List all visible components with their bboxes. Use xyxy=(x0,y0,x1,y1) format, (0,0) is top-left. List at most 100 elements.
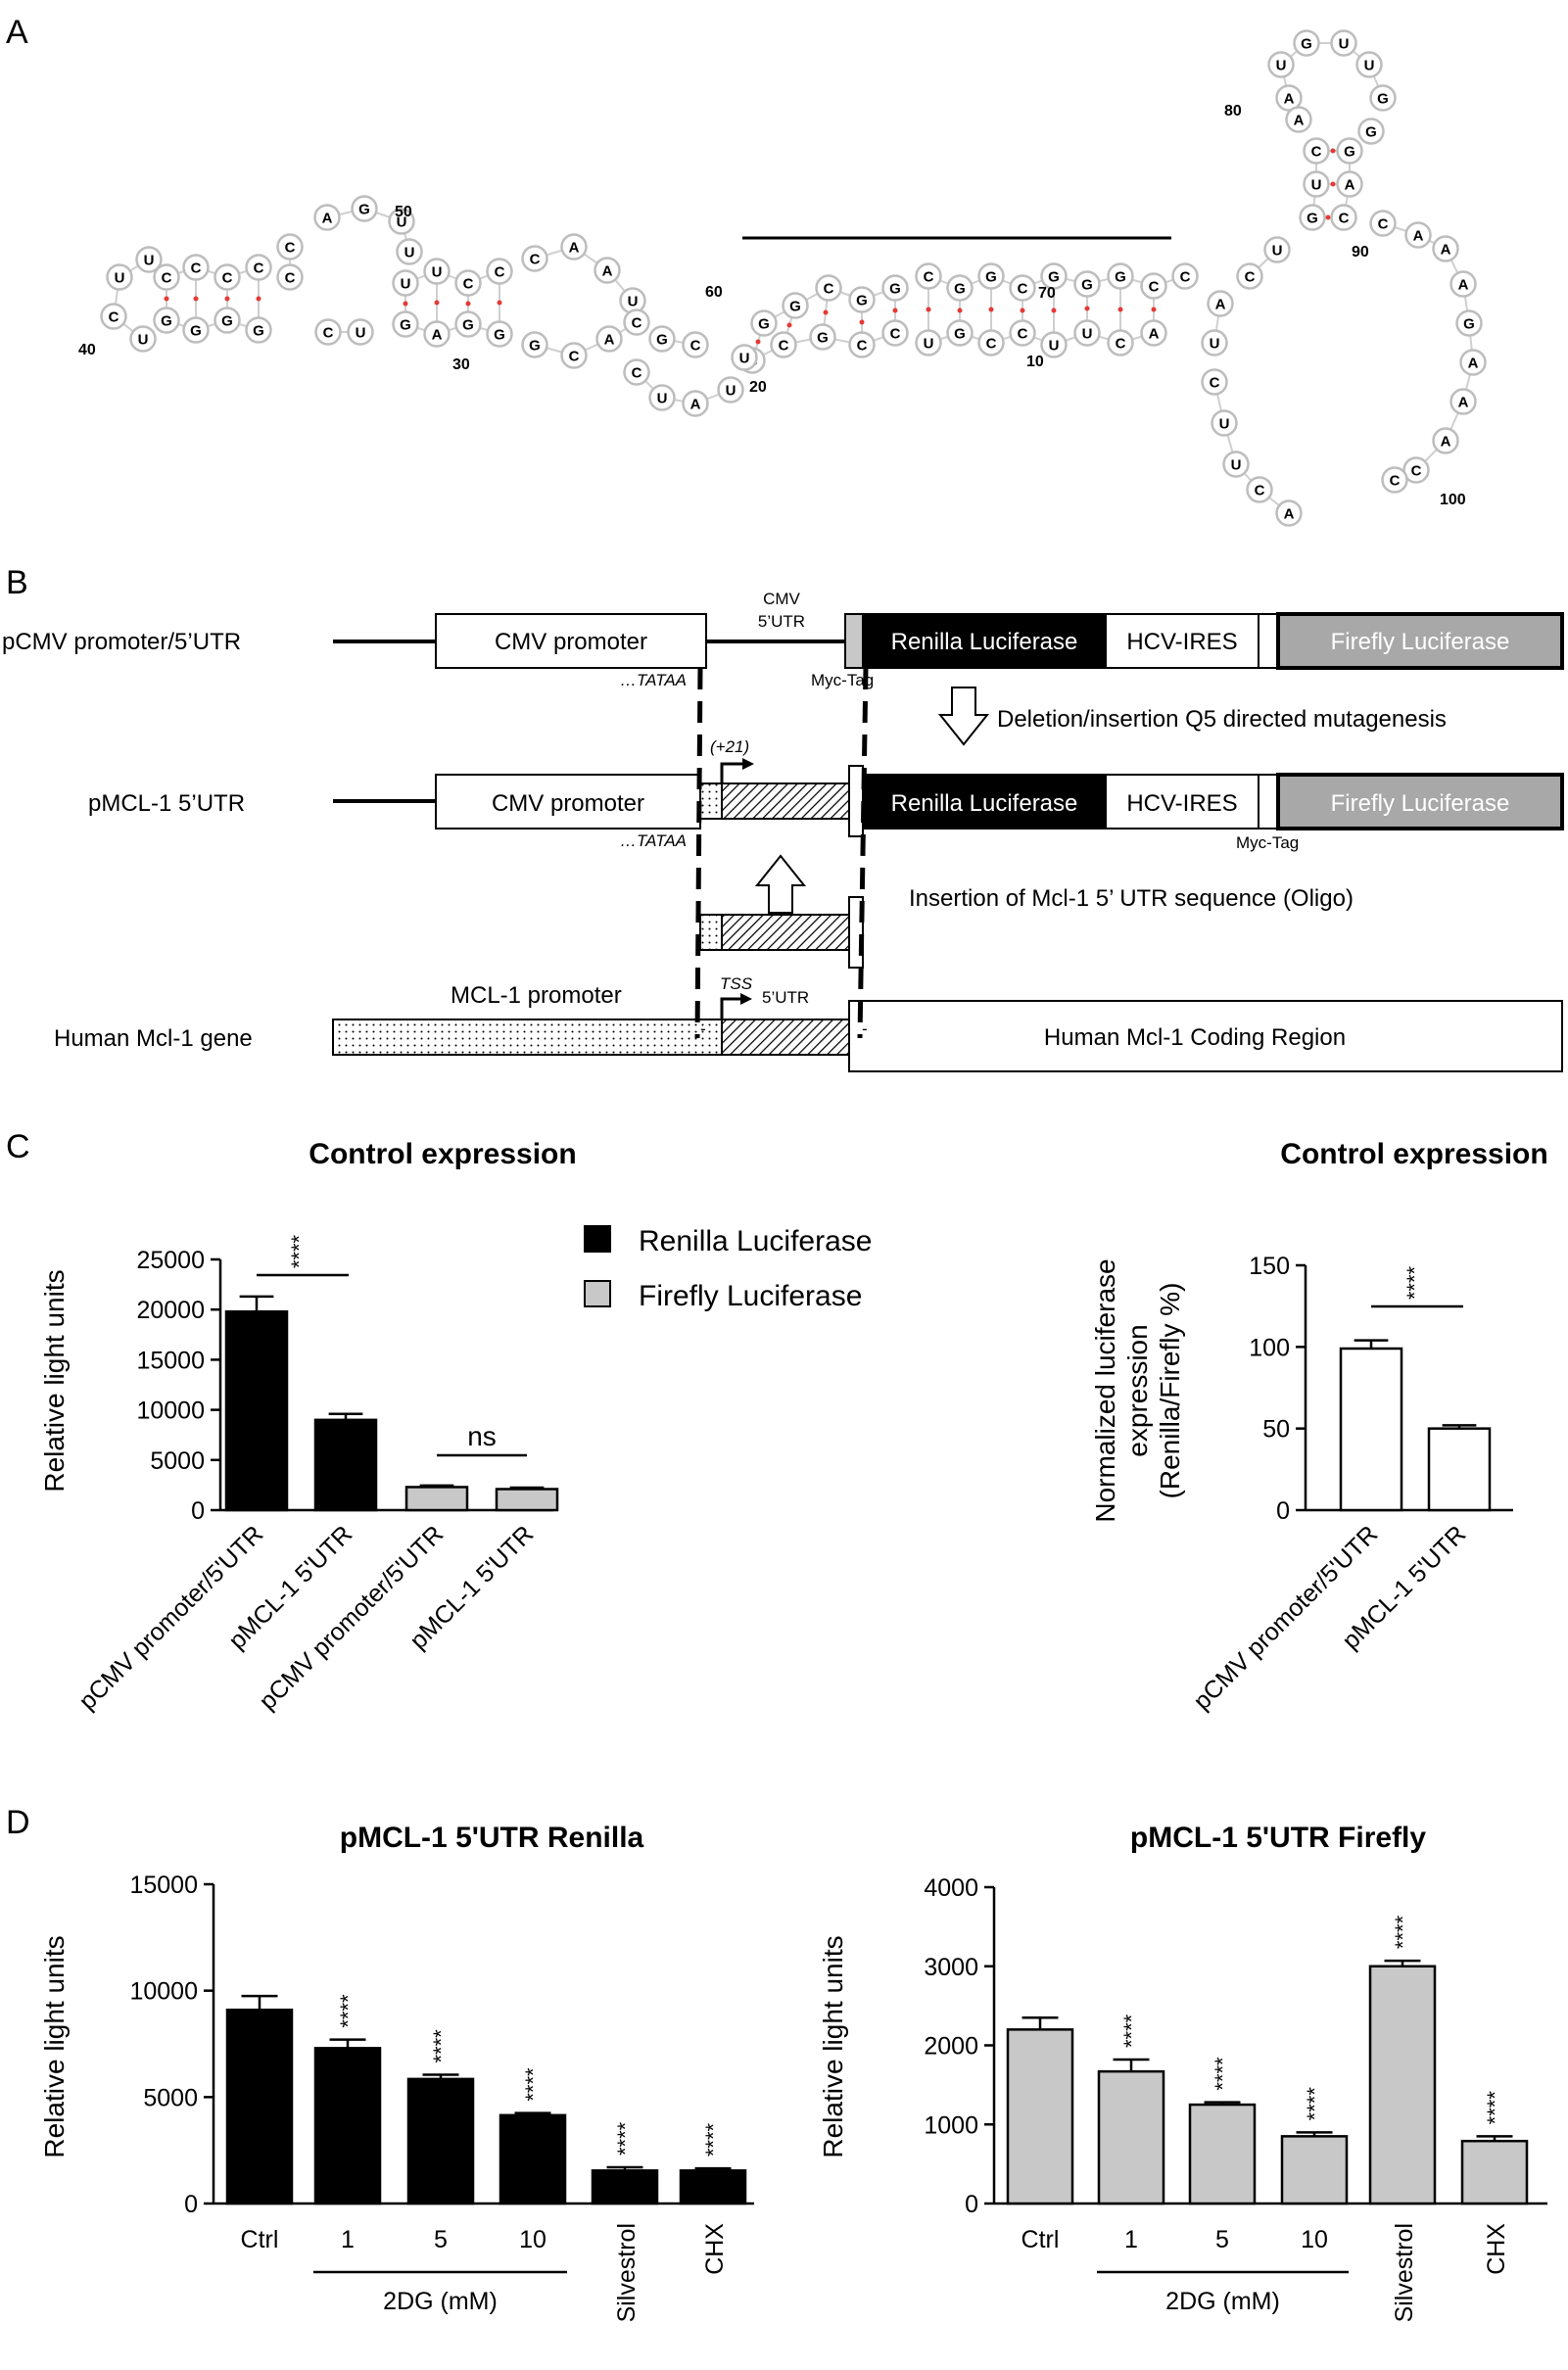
base-pair-dot xyxy=(823,309,829,315)
row2-myc-tag2-label: Myc-Tag xyxy=(1236,833,1299,852)
deletion-note: Deletion/insertion Q5 directed mutagenes… xyxy=(997,706,1447,733)
base-pair-dot xyxy=(859,319,865,325)
nucleotide-letter-87: A xyxy=(1294,113,1305,129)
nucleotide-letter-40: U xyxy=(726,383,736,400)
row2-renilla-box xyxy=(862,774,1107,830)
x-tick-label: Silvestrol xyxy=(1391,2223,1418,2322)
chart-control-rlu: Control expression0500010000150002000025… xyxy=(39,1138,577,1715)
nucleotide-letter-12: U xyxy=(138,332,149,349)
y-tick-label: 2000 xyxy=(924,2033,978,2061)
row4-tss-arrowhead xyxy=(740,993,752,1005)
nucleotide-letter-91: U xyxy=(1231,457,1242,474)
mcl1-promoter-label: MCL-1 promoter xyxy=(451,982,622,1009)
nucleotide-86 xyxy=(1369,84,1397,112)
row2-tataa: …TATAA xyxy=(620,831,687,850)
nucleotide-59 xyxy=(1073,270,1101,298)
nucleotide-letter-77: C xyxy=(1311,144,1322,161)
nucleotide-18 xyxy=(396,238,423,265)
nucleotide-letter-73: C xyxy=(1245,269,1256,286)
nucleotide-letter-13: C xyxy=(285,270,296,287)
row1-cmv-utr-line2: 5’UTR xyxy=(758,612,805,631)
nucleotide-letter-90: U xyxy=(1219,416,1230,433)
nucleotide-letter-8: G xyxy=(253,323,264,340)
nucleotide-letter-60: G xyxy=(1115,269,1126,286)
base-pair-dot xyxy=(164,296,169,302)
nucleotide-letter-88: G xyxy=(1365,124,1377,141)
nucleotide-73 xyxy=(1236,262,1263,290)
nucleotide-letter-42: C xyxy=(690,338,701,355)
row4-dash-right: - xyxy=(862,1019,868,1038)
nucleotide-letter-103: C xyxy=(1390,473,1401,490)
group-label: 2DG (mM) xyxy=(1165,2288,1280,2315)
nucleotide-letter-82: U xyxy=(1276,58,1287,74)
nucleotide-letter-41: G xyxy=(656,332,668,349)
y-tick-label: 10000 xyxy=(129,1978,198,2006)
base-pair-dot xyxy=(224,296,230,302)
nucleotide-61 xyxy=(1140,272,1167,300)
nucleotide-letter-22: C xyxy=(495,264,505,281)
bar-1 xyxy=(225,2008,294,2205)
nucleotide-78 xyxy=(1330,204,1357,231)
nucleotide-letter-17: U xyxy=(397,214,407,231)
y-tick-label: 5000 xyxy=(143,2084,198,2111)
x-tick-label: 10 xyxy=(1301,2226,1328,2253)
row1-firefly-label: Firefly Luciferase xyxy=(1331,629,1510,655)
nucleotide-letter-76: U xyxy=(1311,177,1322,194)
bar-4 xyxy=(495,1488,559,1512)
base-pair-dot xyxy=(755,339,761,345)
nucleotide-letter-36: C xyxy=(632,315,642,332)
base-pair-dot xyxy=(465,301,471,307)
nucleotide-28 xyxy=(347,318,374,346)
nucleotide-34 xyxy=(560,342,588,369)
y-axis-label: Relative light units xyxy=(818,1935,848,2157)
nucleotide-75 xyxy=(1299,204,1326,231)
nucleotide-69 xyxy=(1107,329,1134,356)
row1-myc-tag2-box xyxy=(1258,613,1279,669)
bar-2 xyxy=(313,2047,382,2205)
nucleotide-letter-1: C xyxy=(162,270,172,287)
nucleotide-letter-44: G xyxy=(789,299,801,315)
bar-2 xyxy=(1097,2069,1165,2205)
y-tick-label: 0 xyxy=(965,2191,978,2218)
x-tick-label: CHX xyxy=(1483,2223,1510,2275)
nucleotide-letter-9: U xyxy=(144,253,155,269)
nucleotide-letter-54: C xyxy=(924,269,934,286)
nucleotide-49 xyxy=(770,331,797,358)
nucleotide-letter-45: C xyxy=(824,281,834,298)
row2-firefly-label: Firefly Luciferase xyxy=(1331,790,1510,817)
row1-cmv-utr-line1: CMV xyxy=(763,590,800,608)
nucleotide-57 xyxy=(1009,274,1036,302)
row2-cmv-promoter-box xyxy=(435,774,701,830)
nucleotide-letter-24: A xyxy=(432,327,443,344)
row4-tss: TSS xyxy=(720,974,753,993)
nucleotide-6 xyxy=(182,316,210,344)
nucleotide-27 xyxy=(314,318,342,346)
nucleotide-65 xyxy=(977,329,1005,356)
row4-promoter-box xyxy=(332,1019,723,1056)
y-axis-label: (Renilla/Firefly %) xyxy=(1155,1283,1185,1499)
significance-stars: **** xyxy=(1303,2087,1327,2121)
nucleotide-19 xyxy=(392,269,419,297)
nucleotide-letter-65: C xyxy=(986,336,997,353)
nucleotide-76 xyxy=(1303,170,1330,198)
nucleotide-88 xyxy=(1357,118,1385,145)
nucleotide-letter-10: U xyxy=(115,270,125,287)
nucleotide-letter-50: G xyxy=(817,330,829,347)
oligo-dotted-box xyxy=(699,914,723,951)
nucleotide-letter-63: U xyxy=(924,336,934,353)
significance-ns: ns xyxy=(467,1421,497,1451)
base-pair-dot xyxy=(1151,307,1157,312)
nucleotide-22 xyxy=(486,258,513,285)
nucleotide-letter-92: C xyxy=(1255,483,1265,499)
nucleotide-98 xyxy=(1455,309,1483,337)
chart-control-legend: Renilla Luciferase Firefly Luciferase xyxy=(584,1225,872,1312)
nucleotide-letter-83: G xyxy=(1301,36,1312,53)
nucleotide-63 xyxy=(915,329,942,356)
nucleotide-letter-56: G xyxy=(985,269,997,286)
nucleotide-50 xyxy=(809,323,836,351)
significance-stars: **** xyxy=(1402,1265,1427,1300)
nucleotide-letter-34: C xyxy=(569,349,580,365)
nucleotide-letter-49: C xyxy=(779,338,789,355)
dashed-guide-left xyxy=(694,667,703,1039)
nucleotide-letter-102: C xyxy=(1411,463,1422,480)
